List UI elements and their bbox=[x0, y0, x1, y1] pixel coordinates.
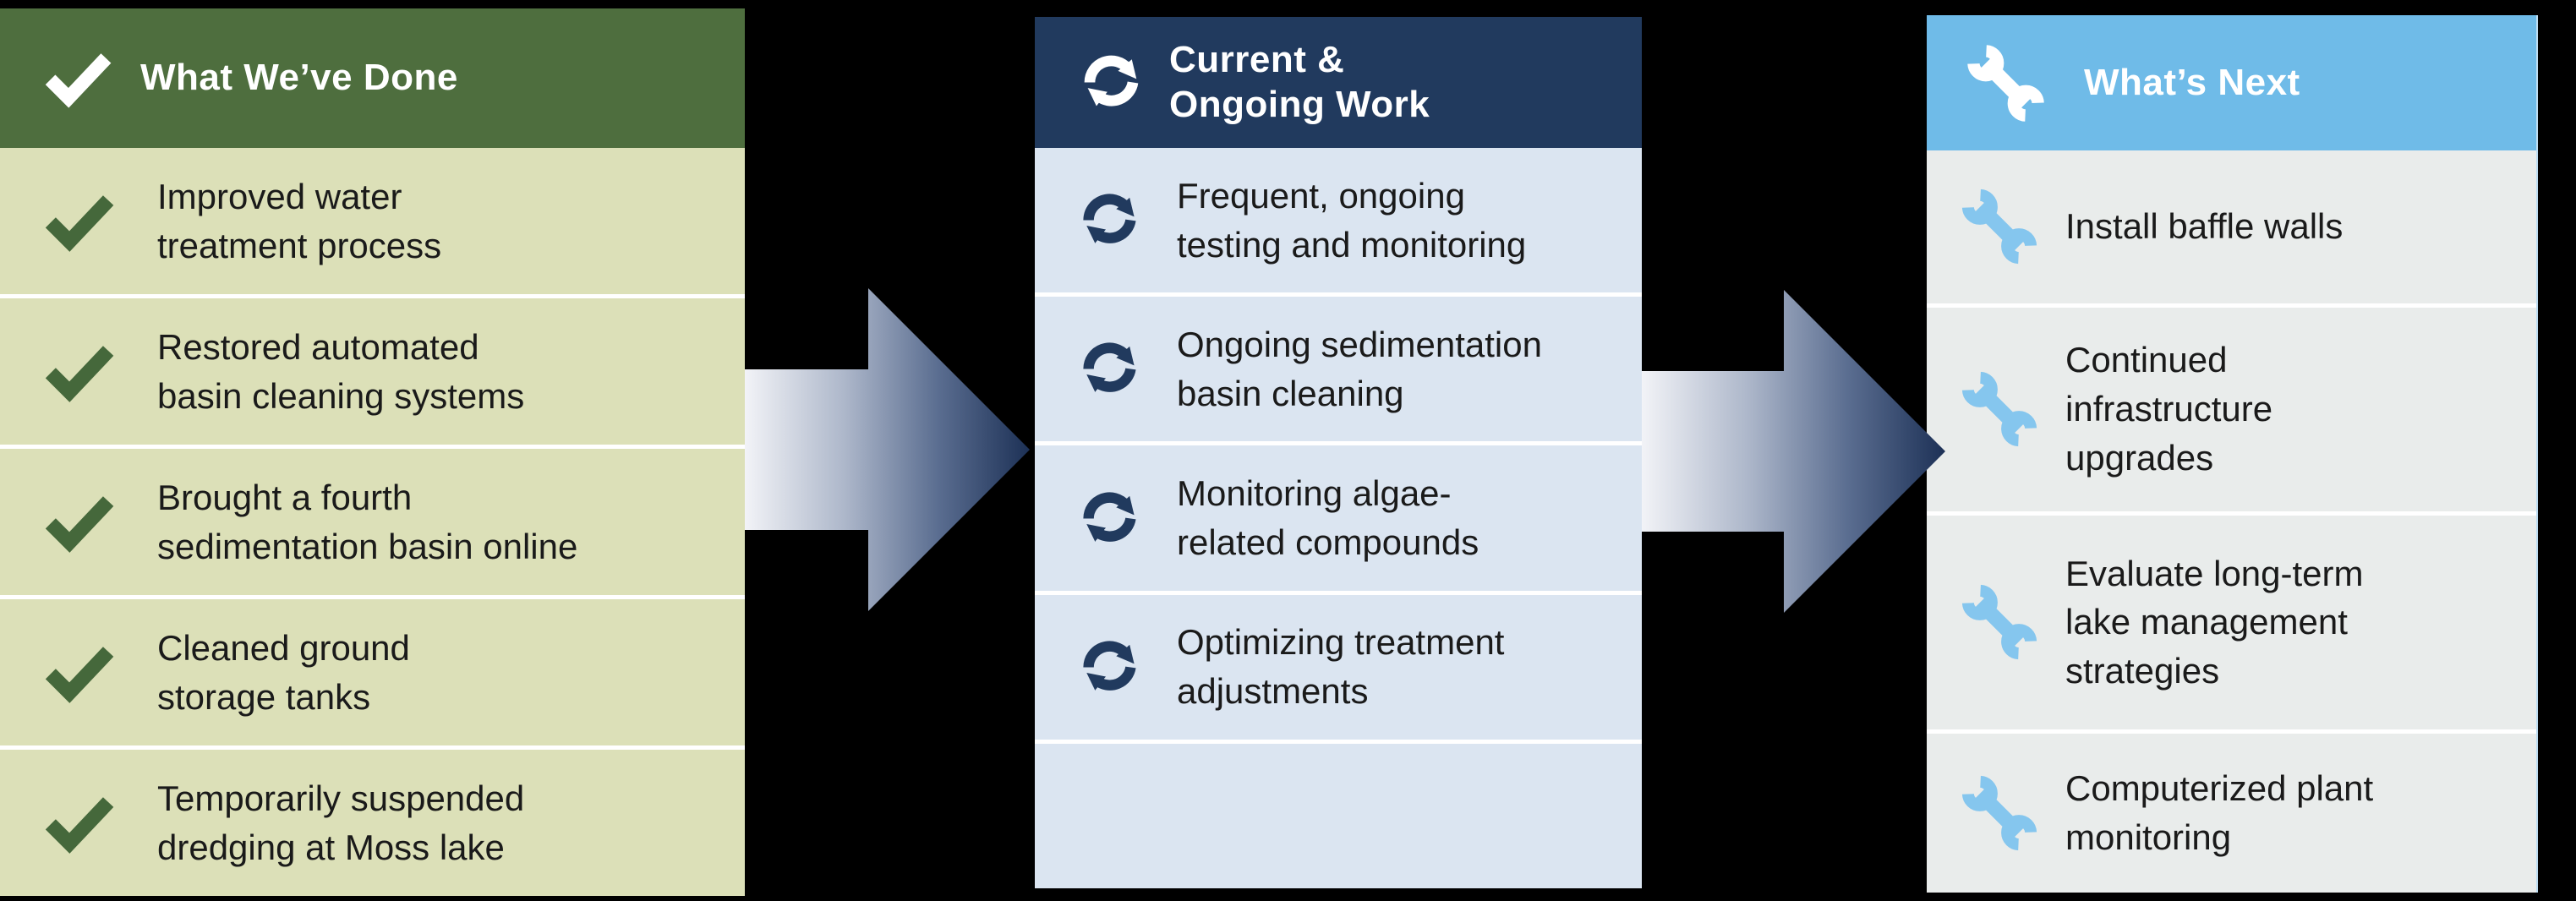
check-icon bbox=[44, 645, 115, 703]
list-item-text: Monitoring algae- related compounds bbox=[1177, 473, 1479, 562]
wrench-icon bbox=[1952, 575, 2047, 669]
cycle-icon bbox=[1075, 334, 1145, 404]
arrow-right-icon bbox=[745, 288, 1030, 611]
column-current-title: Current & Ongoing Work bbox=[1169, 38, 1430, 125]
list-item: Frequent, ongoing testing and monitoring bbox=[1035, 148, 1642, 292]
check-icon bbox=[44, 494, 115, 553]
check-icon bbox=[44, 795, 115, 854]
list-item: Restored automated basin cleaning system… bbox=[0, 294, 745, 445]
list-item-text: Frequent, ongoing testing and monitoring bbox=[1177, 175, 1527, 265]
list-item: Improved water treatment process bbox=[0, 148, 745, 294]
list-item: Cleaned ground storage tanks bbox=[0, 595, 745, 745]
list-item-text: Install baffle walls bbox=[2065, 206, 2344, 247]
list-item: Optimizing treatment adjustments bbox=[1035, 590, 1642, 740]
list-item: Ongoing sedimentation basin cleaning bbox=[1035, 292, 1642, 441]
cycle-icon bbox=[1075, 185, 1145, 255]
wrench-icon bbox=[1952, 766, 2047, 860]
column-done: What We’ve Done Improved water treatment… bbox=[0, 8, 745, 896]
list-item-text: Improved water treatment process bbox=[157, 176, 442, 265]
list-item-text: Optimizing treatment adjustments bbox=[1177, 622, 1505, 712]
column-next-header: What’s Next bbox=[1927, 15, 2536, 150]
check-icon bbox=[44, 52, 112, 108]
list-item-text: Temporarily suspended dredging at Moss l… bbox=[157, 778, 525, 867]
check-icon bbox=[44, 194, 115, 252]
list-item: Monitoring algae- related compounds bbox=[1035, 441, 1642, 590]
cycle-icon bbox=[1075, 46, 1147, 118]
column-next-title: What’s Next bbox=[2084, 61, 2300, 103]
empty-row bbox=[1035, 739, 1642, 888]
list-item-text: Brought a fourth sedimentation basin onl… bbox=[157, 477, 578, 566]
column-current: Current & Ongoing Work Frequent, ongoing… bbox=[1035, 17, 1642, 888]
list-item-text: Evaluate long-term lake management strat… bbox=[2065, 553, 2364, 691]
column-done-title: What We’ve Done bbox=[140, 57, 458, 99]
list-item: Brought a fourth sedimentation basin onl… bbox=[0, 445, 745, 595]
column-current-body: Frequent, ongoing testing and monitoring… bbox=[1035, 148, 1642, 888]
list-item: Temporarily suspended dredging at Moss l… bbox=[0, 745, 745, 896]
column-done-body: Improved water treatment process Restore… bbox=[0, 148, 745, 896]
wrench-icon bbox=[1957, 35, 2054, 132]
list-item: Continued infrastructure upgrades bbox=[1927, 303, 2536, 511]
list-item: Computerized plant monitoring bbox=[1927, 729, 2536, 893]
cycle-icon bbox=[1075, 632, 1145, 702]
list-item-text: Computerized plant monitoring bbox=[2065, 768, 2374, 858]
wrench-icon bbox=[1952, 362, 2047, 456]
cycle-icon bbox=[1075, 483, 1145, 554]
arrow-right-icon bbox=[1642, 290, 1945, 613]
list-item-text: Restored automated basin cleaning system… bbox=[157, 326, 525, 416]
column-next: What’s Next Install baffle walls Continu… bbox=[1927, 15, 2538, 893]
wrench-icon bbox=[1952, 179, 2047, 274]
column-done-header: What We’ve Done bbox=[0, 8, 745, 148]
list-item-text: Continued infrastructure upgrades bbox=[2065, 340, 2273, 478]
column-next-body: Install baffle walls Continued infrastru… bbox=[1927, 150, 2536, 893]
column-current-header: Current & Ongoing Work bbox=[1035, 17, 1642, 148]
list-item: Install baffle walls bbox=[1927, 150, 2536, 303]
list-item: Evaluate long-term lake management strat… bbox=[1927, 511, 2536, 730]
list-item-text: Cleaned ground storage tanks bbox=[157, 627, 410, 717]
check-icon bbox=[44, 344, 115, 402]
list-item-text: Ongoing sedimentation basin cleaning bbox=[1177, 324, 1542, 413]
